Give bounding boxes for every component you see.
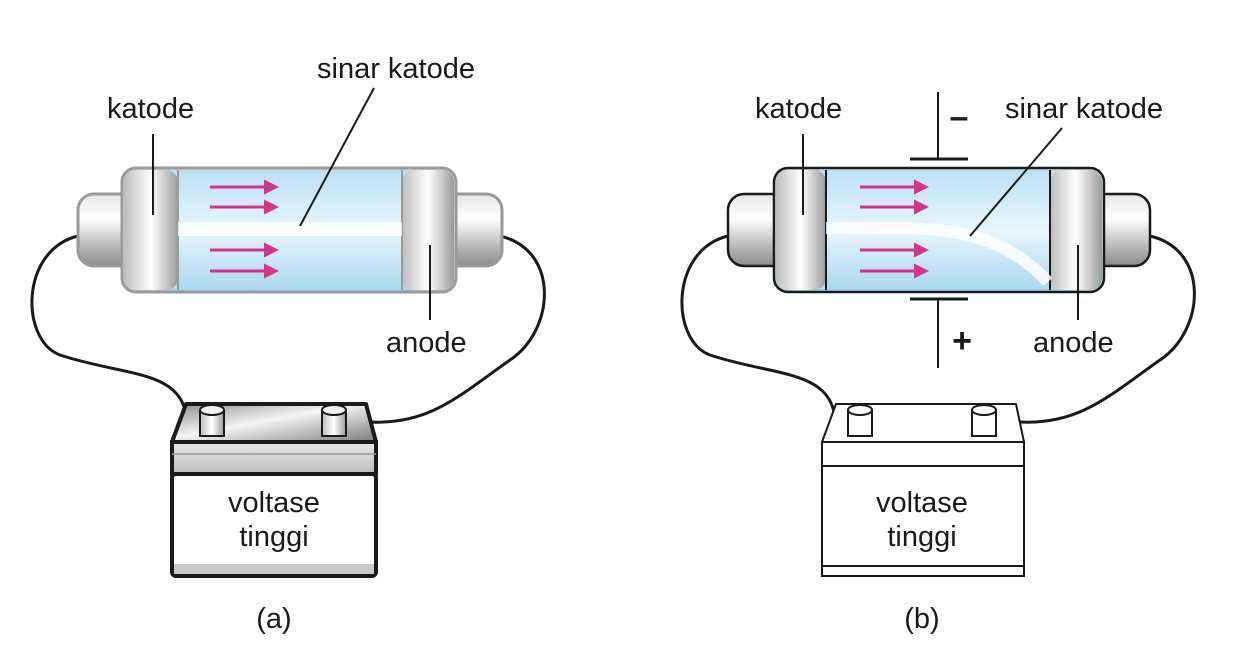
- battery-band-b: [821, 441, 1025, 467]
- wire-anode-b: [1019, 234, 1196, 424]
- cathode-electrode-b: [776, 170, 826, 290]
- deflection-plates-b: – +: [910, 92, 972, 368]
- cathode-electrode-a: [124, 170, 178, 290]
- terminal-a-right: [321, 404, 347, 437]
- wire-cathode-b: [680, 234, 836, 413]
- leader-ray-a: [299, 87, 375, 227]
- anode-electrode-a: [402, 170, 454, 290]
- battery-label-line1: voltase: [228, 487, 320, 519]
- battery-b: voltase tinggi: [821, 403, 1025, 577]
- battery-label-line2: tinggi: [239, 521, 308, 553]
- discharge-tube-b: [726, 166, 1152, 294]
- negative-sign: –: [950, 98, 969, 136]
- panel-a: katode sinar katode anode voltase tinggi…: [30, 53, 546, 635]
- terminal-a-left: [199, 404, 225, 437]
- anode-electrode-b: [1050, 170, 1102, 290]
- battery-a: voltase tinggi: [170, 402, 378, 578]
- cathode-ray-beam-b: [826, 222, 1053, 287]
- terminal-b-right: [971, 404, 997, 437]
- terminal-b-left: [847, 404, 873, 437]
- positive-sign: +: [952, 322, 972, 360]
- battery-body-b: [821, 465, 1025, 577]
- caption-b: (b): [904, 603, 939, 635]
- caption-a: (a): [256, 603, 291, 635]
- label-anode: anode: [386, 327, 467, 359]
- wire-cathode-a: [30, 234, 187, 411]
- battery-label-line2: tinggi: [887, 521, 956, 553]
- label-cathode-ray: sinar katode: [1005, 93, 1163, 125]
- discharge-tube-a: [76, 166, 504, 294]
- cathode-ray-beam-a: [178, 222, 402, 236]
- panel-b: – + katode sinar katode anode: [680, 92, 1196, 635]
- battery-band-a: [170, 440, 378, 476]
- label-cathode: katode: [107, 93, 194, 125]
- label-cathode: katode: [755, 93, 842, 125]
- battery-body-a: [170, 472, 378, 578]
- battery-label-line1: voltase: [876, 487, 968, 519]
- label-anode: anode: [1033, 327, 1114, 359]
- label-cathode-ray: sinar katode: [317, 53, 475, 85]
- wire-anode-a: [369, 234, 546, 424]
- leader-ray-b: [969, 127, 1063, 237]
